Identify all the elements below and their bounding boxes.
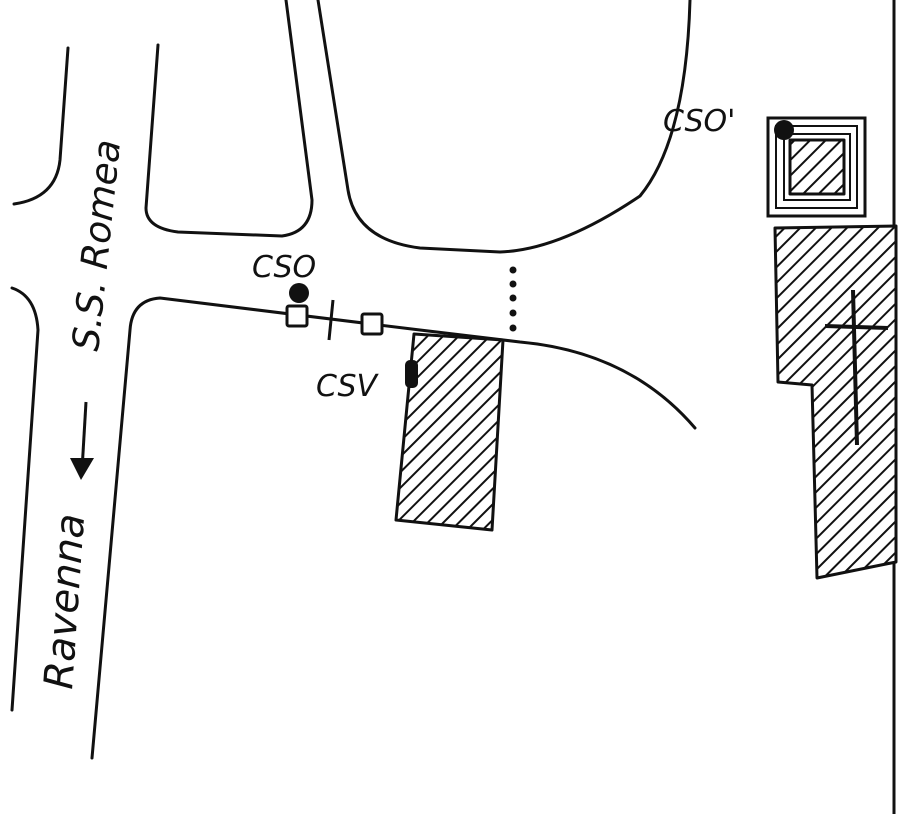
hatched-building-church xyxy=(773,224,898,580)
gate-post-square xyxy=(285,304,309,328)
road-tick xyxy=(327,299,335,341)
road-name-label: S.S. Romea xyxy=(64,138,129,353)
cso-marker xyxy=(289,283,309,303)
hatched-building-central xyxy=(394,332,505,532)
cso-prime-marker xyxy=(774,120,794,140)
cso-prime-label: CSO' xyxy=(663,104,735,139)
dotted-boundary xyxy=(509,266,517,332)
cso-prime-building xyxy=(766,116,867,218)
csv-label: CSV xyxy=(316,369,380,404)
gate-post-square xyxy=(360,312,384,336)
direction-label: Ravenna xyxy=(36,512,94,691)
main-road-south-edge xyxy=(90,296,697,760)
road-curb-left-lower xyxy=(10,286,40,712)
side-road-edge-east xyxy=(316,0,692,254)
road-curb-right-upper xyxy=(144,0,314,238)
cso-label: CSO xyxy=(252,250,316,285)
down-arrow-icon xyxy=(70,401,94,480)
csv-marker xyxy=(405,360,418,388)
cross-icon xyxy=(824,289,889,446)
road-curb-left-upper xyxy=(12,46,70,206)
